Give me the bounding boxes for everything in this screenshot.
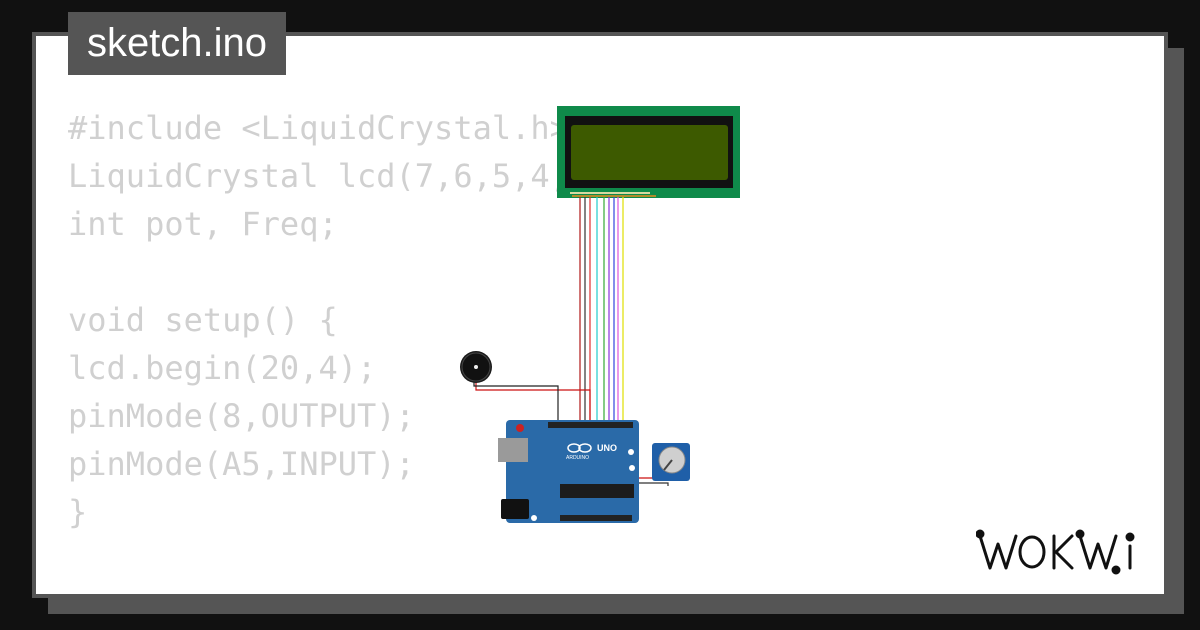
code-line: pinMode(8,OUTPUT); (68, 397, 415, 435)
board-model-label: UNO (597, 443, 617, 453)
code-preview: #include <LiquidCrystal.h>LiquidCrystal … (68, 104, 665, 594)
code-line: #include <LiquidCrystal.h> (68, 109, 569, 147)
code-line: void setup() { (68, 301, 338, 339)
lcd-module[interactable] (557, 106, 740, 198)
wokwi-logo (976, 529, 1135, 575)
filename-tab: sketch.ino (68, 12, 286, 75)
potentiometer-knob-icon[interactable] (652, 443, 690, 481)
code-line: int pot, Freq; (68, 205, 338, 243)
code-line: pinMode(A5,INPUT); (68, 445, 415, 483)
board-brand-label: ARDUINO (566, 455, 589, 461)
code-line: void loop() { (68, 584, 665, 594)
arduino-uno-board[interactable]: UNO ARDUINO (498, 420, 639, 523)
piezo-buzzer-icon[interactable] (460, 351, 492, 383)
code-line: lcd.begin(20,4); (68, 349, 377, 387)
code-line: } (68, 493, 88, 531)
